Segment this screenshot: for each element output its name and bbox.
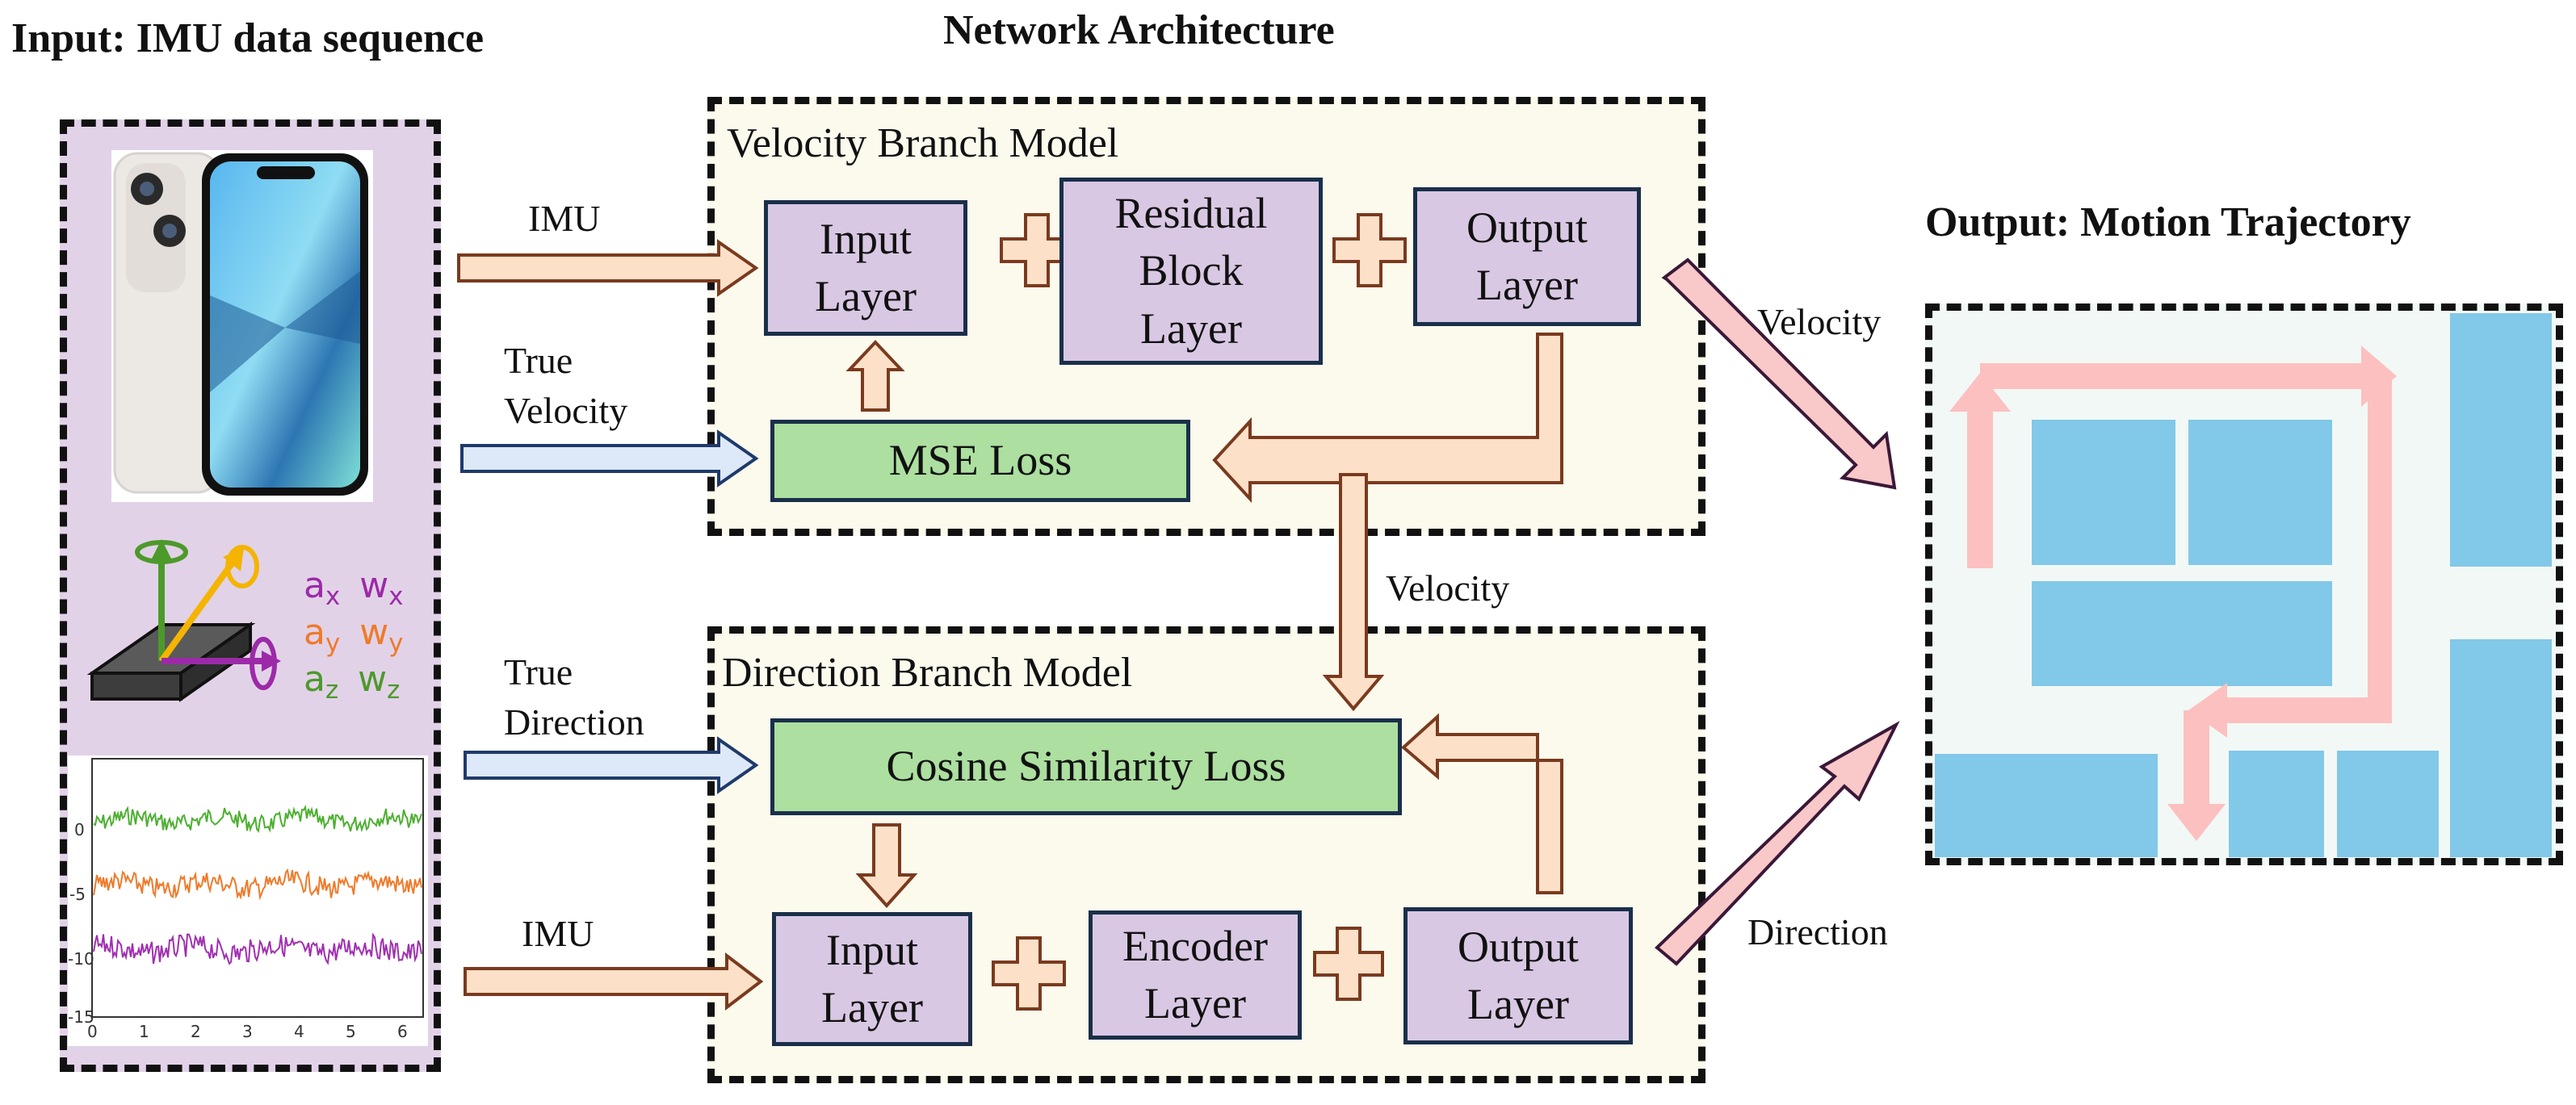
velocity-branch-title: Velocity Branch Model — [727, 120, 1119, 166]
x-tick-6: 6 — [397, 1022, 408, 1041]
x-tick-2: 2 — [191, 1022, 201, 1041]
trajectory-top-arrow — [1980, 345, 2397, 407]
signal-line-purple — [93, 932, 422, 965]
signal-line-green — [93, 804, 422, 834]
wy-symbol: wy — [359, 612, 404, 659]
x-tick-1: 1 — [139, 1022, 149, 1041]
trajectory-right-down — [2368, 376, 2392, 715]
arrow-imu-top — [457, 239, 759, 297]
mse-loss-box: MSE Loss — [770, 420, 1190, 502]
y-tick-minus5: -5 — [69, 885, 86, 904]
label-velocity-middle: Velocity — [1386, 567, 1510, 609]
direction-branch-title: Direction Branch Model — [722, 650, 1133, 696]
plus-icon-3 — [992, 936, 1066, 1011]
trajectory-final-down-arrow — [2167, 710, 2226, 841]
label-true-direction-line2: Direction — [504, 701, 644, 743]
arrow-direction-output — [1655, 721, 1900, 966]
network-title: Network Architecture — [943, 7, 1335, 53]
x-tick-5: 5 — [346, 1022, 356, 1041]
wx-symbol: wx — [359, 565, 404, 612]
imu-axes-icon — [86, 539, 281, 702]
plus-icon-2 — [1332, 213, 1407, 287]
map-block-bottom-mid — [2229, 751, 2324, 857]
wz-symbol: wz — [358, 659, 401, 705]
label-direction-right: Direction — [1747, 911, 1888, 952]
label-imu-top: IMU — [528, 198, 601, 239]
label-velocity-right: Velocity — [1757, 301, 1882, 342]
input-title: Input: IMU data sequence — [11, 15, 485, 61]
arrow-imu-bottom — [464, 952, 764, 1011]
map-block-center-right — [2188, 420, 2332, 565]
cosine-similarity-loss-box: Cosine Similarity Loss — [770, 718, 1402, 815]
trajectory-up-arrow — [1949, 373, 2011, 568]
signal-line-orange — [93, 868, 422, 901]
plus-icon-4 — [1313, 927, 1384, 1001]
imu-y-symbols: ay wy — [304, 612, 404, 659]
x-tick-3: 3 — [242, 1022, 253, 1041]
ay-symbol: ay — [304, 612, 341, 659]
imu-signal-plot: 0 -5 -10 -15 0 1 2 3 4 5 6 — [68, 756, 428, 1046]
ax-symbol: ax — [304, 565, 341, 612]
output-title: Output: Motion Trajectory — [1925, 199, 2411, 245]
arrow-output-to-mse — [1212, 333, 1563, 504]
label-true-velocity-line1: True — [504, 340, 573, 381]
az-symbol: az — [304, 659, 339, 705]
y-tick-0: 0 — [74, 820, 85, 839]
y-tick-minus15: -15 — [68, 1007, 94, 1027]
map-block-right-bottom — [2450, 639, 2552, 857]
y-tick-minus10: -10 — [68, 949, 94, 969]
label-true-direction-line1: True — [504, 651, 573, 693]
arrow-true-direction — [464, 736, 759, 794]
trajectory-bottom-left-arrow — [2188, 683, 2392, 738]
arrow-velocity-down — [1322, 473, 1385, 712]
arrow-cosine-to-input — [855, 823, 918, 908]
phone-image — [111, 150, 373, 502]
map-block-bottom-right — [2337, 751, 2439, 857]
map-block-bottom-left — [1935, 754, 2158, 857]
label-true-velocity-line2: Velocity — [504, 390, 628, 431]
map-block-center-left — [2032, 420, 2175, 565]
arrow-mse-to-input — [845, 340, 905, 412]
map-block-center-wide — [2032, 581, 2332, 686]
arrow-true-velocity — [460, 429, 759, 488]
imu-z-symbols: az wz — [304, 659, 401, 705]
arrow-velocity-output — [1661, 257, 1897, 490]
label-imu-bottom: IMU — [522, 913, 594, 954]
x-tick-0: 0 — [87, 1022, 98, 1041]
x-tick-4: 4 — [294, 1022, 304, 1041]
signal-plot-canvas — [91, 758, 424, 1018]
arrow-output-to-cosine — [1400, 713, 1563, 894]
imu-x-symbols: ax wx — [304, 565, 404, 612]
map-block-right-top — [2450, 313, 2552, 567]
